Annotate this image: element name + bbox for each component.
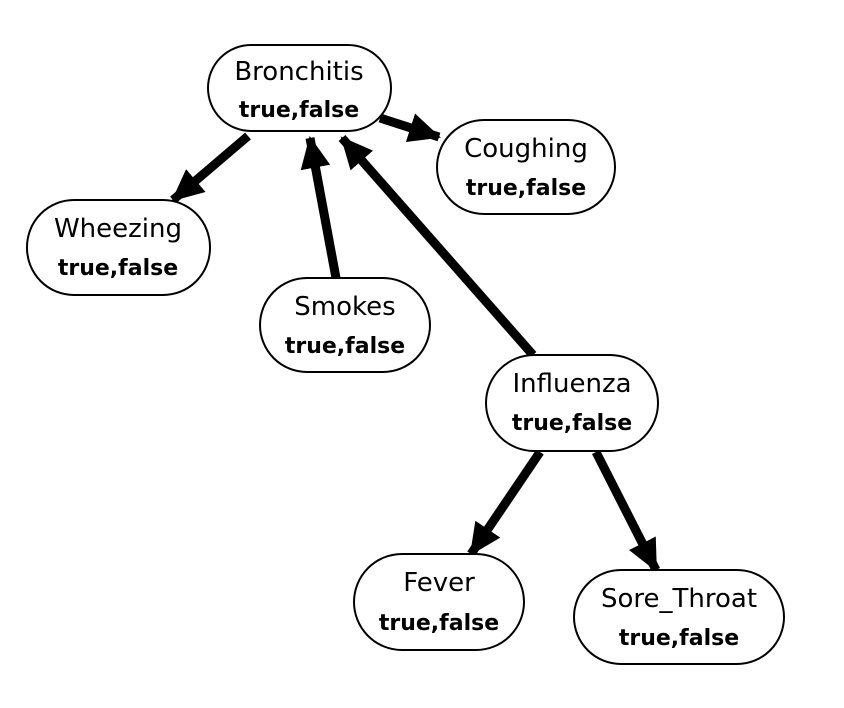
edges-layer bbox=[170, 113, 661, 573]
node-wheezing: Wheezing true,false bbox=[26, 199, 211, 296]
node-coughing: Coughing true,false bbox=[436, 119, 616, 215]
node-name: Coughing bbox=[464, 134, 588, 164]
node-states: true,false bbox=[239, 98, 359, 123]
edge-influenza-to-fever bbox=[467, 449, 544, 557]
node-shape bbox=[207, 44, 392, 132]
node-states: true,false bbox=[466, 176, 586, 201]
node-states: true,false bbox=[619, 626, 739, 651]
node-name: Bronchitis bbox=[234, 57, 363, 87]
edge-influenza-to-bronchitis bbox=[338, 135, 537, 358]
node-name: Smokes bbox=[294, 292, 395, 322]
edge-bronchitis-to-coughing bbox=[378, 113, 441, 143]
node-smokes: Smokes true,false bbox=[259, 277, 431, 373]
node-states: true,false bbox=[512, 411, 632, 436]
node-states: true,false bbox=[58, 256, 178, 281]
node-sore-throat: Sore_Throat true,false bbox=[573, 569, 785, 665]
node-shape bbox=[353, 553, 525, 651]
edge-smokes-to-bronchitis bbox=[300, 136, 341, 279]
node-name: Sore_Throat bbox=[601, 584, 757, 614]
node-influenza: Influenza true,false bbox=[485, 354, 659, 452]
node-name: Wheezing bbox=[54, 214, 182, 244]
edge-bronchitis-to-wheezing bbox=[170, 132, 251, 204]
node-shape bbox=[573, 569, 785, 665]
node-states: true,false bbox=[285, 334, 405, 359]
node-name: Fever bbox=[403, 568, 475, 598]
node-fever: Fever true,false bbox=[353, 553, 525, 651]
node-name: Influenza bbox=[512, 369, 631, 399]
node-shape bbox=[26, 199, 211, 296]
node-states: true,false bbox=[379, 611, 499, 636]
node-shape bbox=[436, 119, 616, 215]
edge-influenza-to-sore-throat bbox=[591, 449, 661, 573]
node-bronchitis: Bronchitis true,false bbox=[207, 44, 392, 132]
node-shape bbox=[259, 277, 431, 373]
node-shape bbox=[485, 354, 659, 452]
